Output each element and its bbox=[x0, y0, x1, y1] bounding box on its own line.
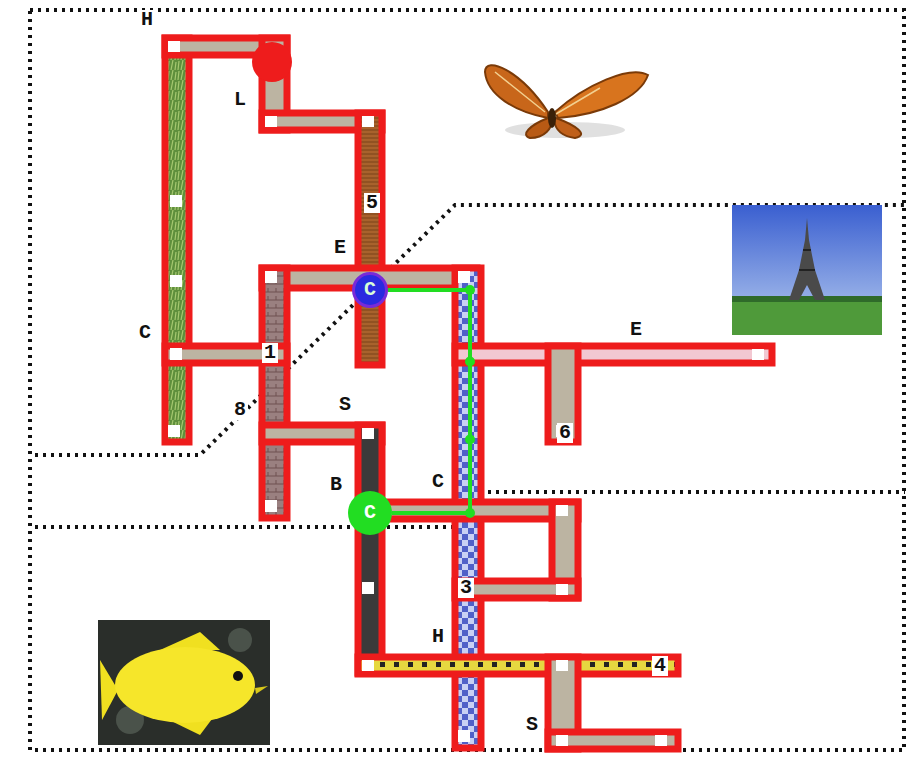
marker-letter: C bbox=[364, 280, 376, 300]
marker-letter: C bbox=[364, 503, 376, 523]
map-label: 4 bbox=[652, 656, 668, 676]
map-label: C bbox=[137, 323, 153, 343]
map-label: L bbox=[232, 90, 248, 110]
map-label: S bbox=[337, 395, 353, 415]
map-label: 8 bbox=[232, 400, 248, 420]
green-marker-circle: C bbox=[348, 491, 392, 535]
map-label: B bbox=[328, 475, 344, 495]
map-label: S bbox=[524, 715, 540, 735]
map-label: 6 bbox=[557, 423, 573, 443]
map-label: E bbox=[628, 320, 644, 340]
map-label: 3 bbox=[458, 578, 474, 598]
map-label: 1 bbox=[262, 343, 278, 363]
blue-marker-circle: C bbox=[352, 272, 388, 308]
route-line bbox=[388, 285, 475, 518]
map-label: H bbox=[430, 627, 446, 647]
map-label: C bbox=[430, 472, 446, 492]
map-label: E bbox=[332, 238, 348, 258]
map-label: 5 bbox=[364, 193, 380, 213]
map-label: H bbox=[139, 10, 155, 30]
